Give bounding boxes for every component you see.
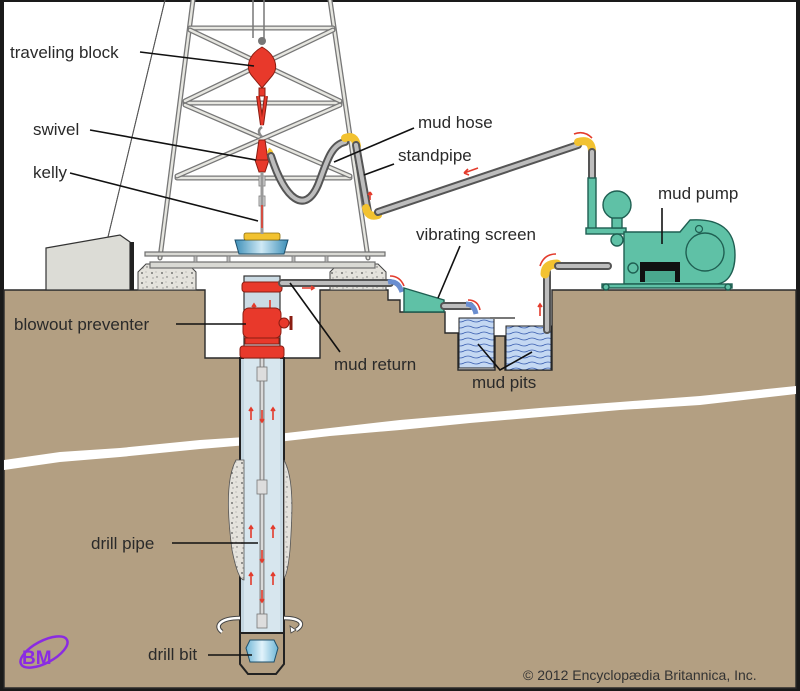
label-mud-return: mud return [334,355,416,374]
depth-break [4,386,796,470]
hoisting-assembly [247,37,277,234]
leader-mud-pits [477,343,533,372]
label-traveling-block: traveling block [10,43,119,62]
leader-mud-return [289,282,341,353]
labels: traveling block swivel kelly mud hose st… [10,43,757,683]
wellbore [216,357,304,675]
label-mud-pits: mud pits [472,373,536,392]
leader-standpipe [363,163,395,176]
leader-traveling-block [139,51,255,67]
leader-vibrating-screen [437,245,461,299]
frame-bottom [0,688,800,691]
drill-bit-shape [245,639,279,663]
leader-mud-hose [333,127,415,163]
ground [3,289,797,689]
label-standpipe: standpipe [398,146,472,165]
footing-left [137,263,197,291]
leader-swivel [89,129,257,161]
copyright-notice: © 2012 Encyclopædia Britannica, Inc. [523,667,757,683]
mud-return-line [278,275,405,293]
vibrating-screen-shape [403,287,445,313]
label-kelly: kelly [33,163,68,182]
label-drill-pipe: drill pipe [91,534,154,553]
label-swivel: swivel [33,120,79,139]
label-mud-hose: mud hose [418,113,493,132]
blowout-preventer [239,275,293,359]
rotary-table [234,232,289,255]
frame-top [0,0,800,2]
engine-house [45,234,134,291]
mud-pump-machine [585,177,736,291]
frame-right [796,0,800,691]
suction-line [537,253,612,334]
leader-kelly [69,172,259,222]
label-vibrating-screen: vibrating screen [416,225,536,244]
swivel-shape [254,159,270,173]
watermark-text: BM [22,648,52,669]
guy-wire [107,0,166,238]
bm-watermark-logo: BM [19,635,69,669]
label-drill-bit: drill bit [148,645,197,664]
ground-fill [3,289,797,689]
label-mud-pump: mud pump [658,184,738,203]
label-blowout-preventer: blowout preventer [14,315,149,334]
frame-left [0,0,4,691]
standpipe [352,131,596,220]
